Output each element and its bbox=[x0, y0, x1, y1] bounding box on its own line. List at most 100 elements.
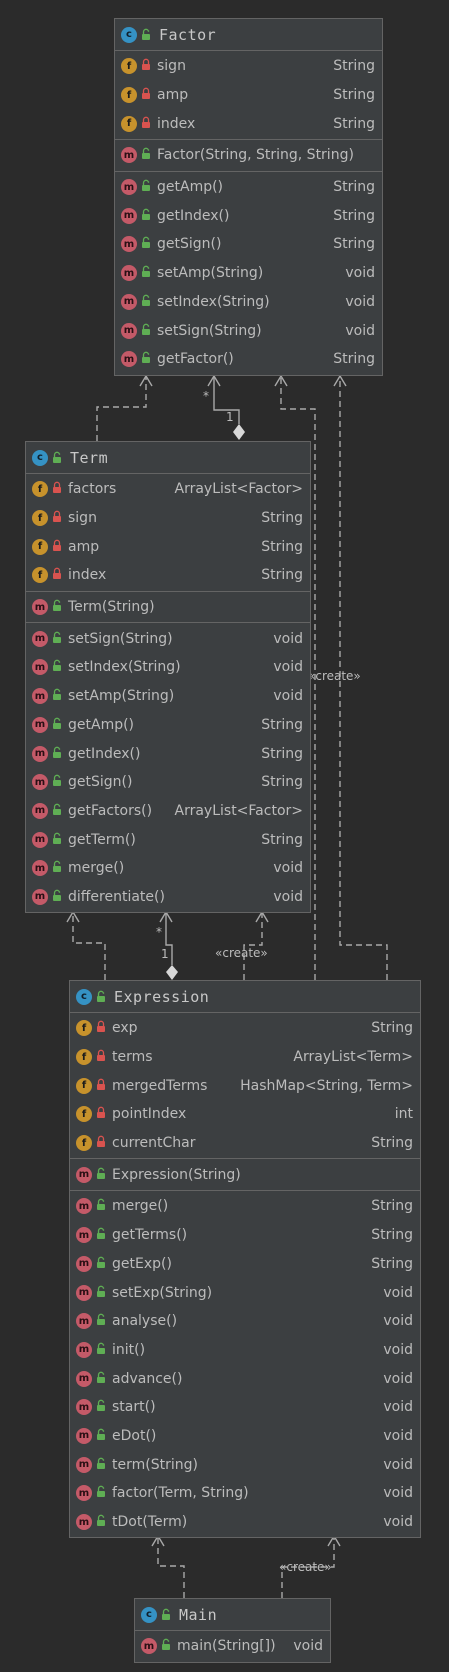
member-name: term(String) bbox=[112, 1456, 198, 1473]
member-name: init() bbox=[112, 1341, 146, 1358]
term-factor-aggregation bbox=[213, 376, 240, 424]
method-icon: m bbox=[121, 322, 137, 339]
public-visibility-icon bbox=[48, 631, 62, 647]
member-name: setIndex(String) bbox=[68, 659, 181, 676]
public-visibility-icon bbox=[157, 1638, 171, 1654]
member-name: analyse() bbox=[112, 1313, 178, 1330]
member-name: setSign(String) bbox=[68, 630, 173, 647]
expression-term-create bbox=[243, 912, 263, 980]
member-type: String bbox=[333, 207, 375, 224]
public-visibility-icon bbox=[48, 659, 62, 675]
member-type: String bbox=[333, 351, 375, 368]
create-label: «create» bbox=[215, 946, 268, 960]
member-name: mergedTerms bbox=[112, 1077, 208, 1094]
public-visibility-icon bbox=[48, 803, 62, 819]
private-visibility-icon bbox=[48, 567, 62, 583]
method-icon: m bbox=[121, 207, 137, 224]
member-type: String bbox=[261, 510, 303, 527]
public-visibility-icon bbox=[92, 1514, 106, 1530]
public-visibility-icon bbox=[48, 860, 62, 876]
public-visibility-icon bbox=[92, 1313, 106, 1329]
method-icon: m bbox=[32, 688, 48, 705]
member-name: setAmp(String) bbox=[157, 265, 264, 282]
class-name: Factor bbox=[159, 25, 217, 44]
member-name: getAmp() bbox=[68, 716, 135, 733]
member-type: String bbox=[261, 745, 303, 762]
member-name: tDot(Term) bbox=[112, 1514, 188, 1531]
aggregation-diamond bbox=[233, 424, 245, 440]
public-visibility-icon bbox=[137, 294, 151, 310]
member-type: int bbox=[394, 1106, 413, 1123]
field-icon: f bbox=[76, 1020, 92, 1037]
public-visibility-icon bbox=[92, 1256, 106, 1272]
member-type: String bbox=[333, 115, 375, 132]
field-icon: f bbox=[32, 510, 48, 527]
private-visibility-icon bbox=[137, 116, 151, 132]
expression-factor-create-a bbox=[280, 376, 316, 980]
member-name: amp bbox=[68, 538, 100, 555]
public-visibility-icon bbox=[137, 236, 151, 252]
create-label: «create» bbox=[308, 669, 361, 683]
create-label: «create» bbox=[279, 1560, 332, 1574]
public-visibility-icon bbox=[48, 688, 62, 704]
public-visibility-icon bbox=[137, 25, 151, 44]
method-icon: m bbox=[32, 659, 48, 676]
